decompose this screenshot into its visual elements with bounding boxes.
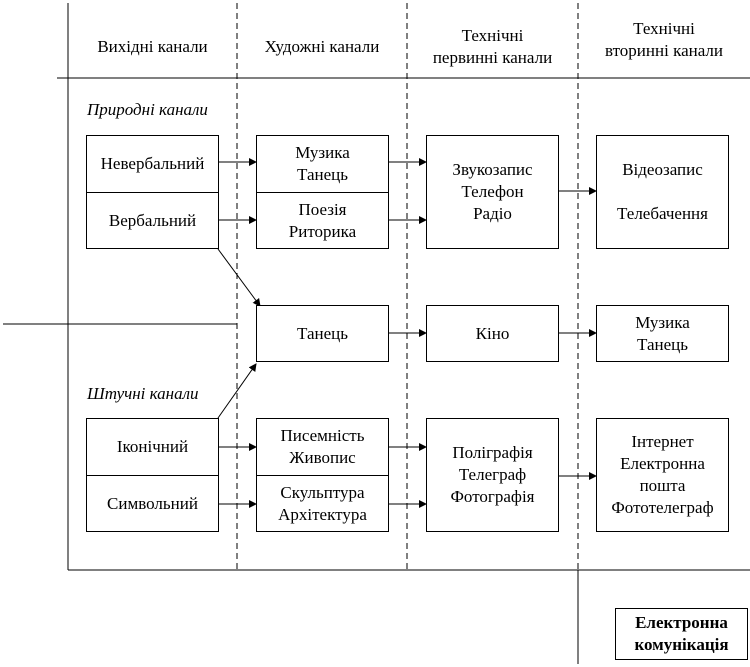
box-printing: Поліграфія Телеграф Фотографія bbox=[426, 418, 559, 532]
column-header-artistic-line1: Художні канали bbox=[264, 37, 380, 56]
section-natural-label: Природні канали bbox=[87, 100, 208, 119]
legend-electronic-communication: Електронна комунікація bbox=[615, 608, 748, 660]
box-poetry-rhetoric-line2: Риторика bbox=[288, 221, 357, 241]
arrow-iconic-dance bbox=[217, 363, 257, 419]
arrow-verbal-dance bbox=[217, 248, 261, 307]
box-verbal: Вербальний bbox=[86, 192, 219, 249]
box-poetry-rhetoric: Поезія Риторика bbox=[256, 192, 389, 249]
column-header-technical-primary-line1: Технічні bbox=[461, 26, 524, 45]
box-nonverbal-line1: Невербальний bbox=[100, 154, 205, 173]
column-header-technical-secondary-line1: Технічні bbox=[633, 19, 695, 38]
box-sculpture-architecture-line2: Архітектура bbox=[278, 504, 367, 524]
box-internet-line3: пошта bbox=[639, 476, 686, 495]
box-internet-line4: Фототелеграф bbox=[611, 498, 714, 517]
box-writing-painting: Писемність Живопис bbox=[256, 418, 389, 476]
box-dance-line1: Танець bbox=[297, 323, 348, 343]
box-sound-recording-line3: Радіо bbox=[473, 204, 512, 223]
box-video-tv-line2: Телебачення bbox=[617, 204, 708, 223]
box-cinema: Кіно bbox=[426, 305, 559, 362]
column-header-source: Вихідні канали bbox=[68, 36, 237, 58]
box-printing-line1: Поліграфія bbox=[452, 443, 533, 462]
box-internet-line2: Електронна bbox=[620, 454, 705, 473]
box-writing-painting-line1: Писемність bbox=[280, 426, 365, 445]
box-internet-line1: Інтернет bbox=[631, 432, 694, 451]
box-iconic: Іконічний bbox=[86, 418, 219, 476]
box-video-tv-line1: Відеозапис bbox=[622, 160, 703, 179]
box-sound-recording: Звукозапис Телефон Радіо bbox=[426, 135, 559, 249]
column-header-technical-secondary-line2: вторинні канали bbox=[605, 41, 723, 60]
box-sound-recording-line2: Телефон bbox=[461, 182, 524, 201]
box-verbal-line1: Вербальний bbox=[108, 210, 197, 230]
box-poetry-rhetoric-line1: Поезія bbox=[298, 199, 347, 219]
legend-line1: Електронна bbox=[635, 613, 728, 632]
box-nonverbal: Невербальний bbox=[86, 135, 219, 193]
box-music-dance-2-line1: Музика bbox=[635, 312, 690, 332]
box-iconic-line1: Іконічний bbox=[116, 437, 189, 456]
box-symbolic-line1: Символьний bbox=[107, 493, 198, 513]
box-music-dance-2-line2: Танець bbox=[637, 334, 688, 354]
column-header-technical-secondary: Технічні вторинні канали bbox=[578, 18, 750, 62]
box-sculpture-architecture-line1: Скульптура bbox=[280, 482, 365, 502]
legend-line2: комунікація bbox=[634, 635, 729, 654]
box-symbolic: Символьний bbox=[86, 475, 219, 532]
box-internet: Інтернет Електронна пошта Фототелеграф bbox=[596, 418, 729, 532]
box-writing-painting-line2: Живопис bbox=[289, 448, 356, 467]
box-music-dance-line2: Танець bbox=[297, 165, 348, 184]
column-header-technical-primary-line2: первинні канали bbox=[432, 48, 553, 67]
box-music-dance-2: Музика Танець bbox=[596, 305, 729, 362]
box-video-tv: Відеозапис Телебачення bbox=[596, 135, 729, 249]
column-header-technical-primary: Технічні первинні канали bbox=[407, 25, 578, 69]
box-cinema-line1: Кіно bbox=[475, 323, 510, 343]
box-printing-line3: Фотографія bbox=[450, 487, 535, 506]
box-dance: Танець bbox=[256, 305, 389, 362]
box-sound-recording-line1: Звукозапис bbox=[452, 160, 533, 179]
box-music-dance-line1: Музика bbox=[295, 143, 350, 162]
column-header-artistic: Художні канали bbox=[237, 36, 407, 58]
box-printing-line2: Телеграф bbox=[458, 465, 527, 484]
section-artificial-label: Штучні канали bbox=[87, 384, 199, 403]
column-header-source-line1: Вихідні канали bbox=[97, 37, 208, 56]
box-sculpture-architecture: Скульптура Архітектура bbox=[256, 475, 389, 532]
box-music-dance: Музика Танець bbox=[256, 135, 389, 193]
